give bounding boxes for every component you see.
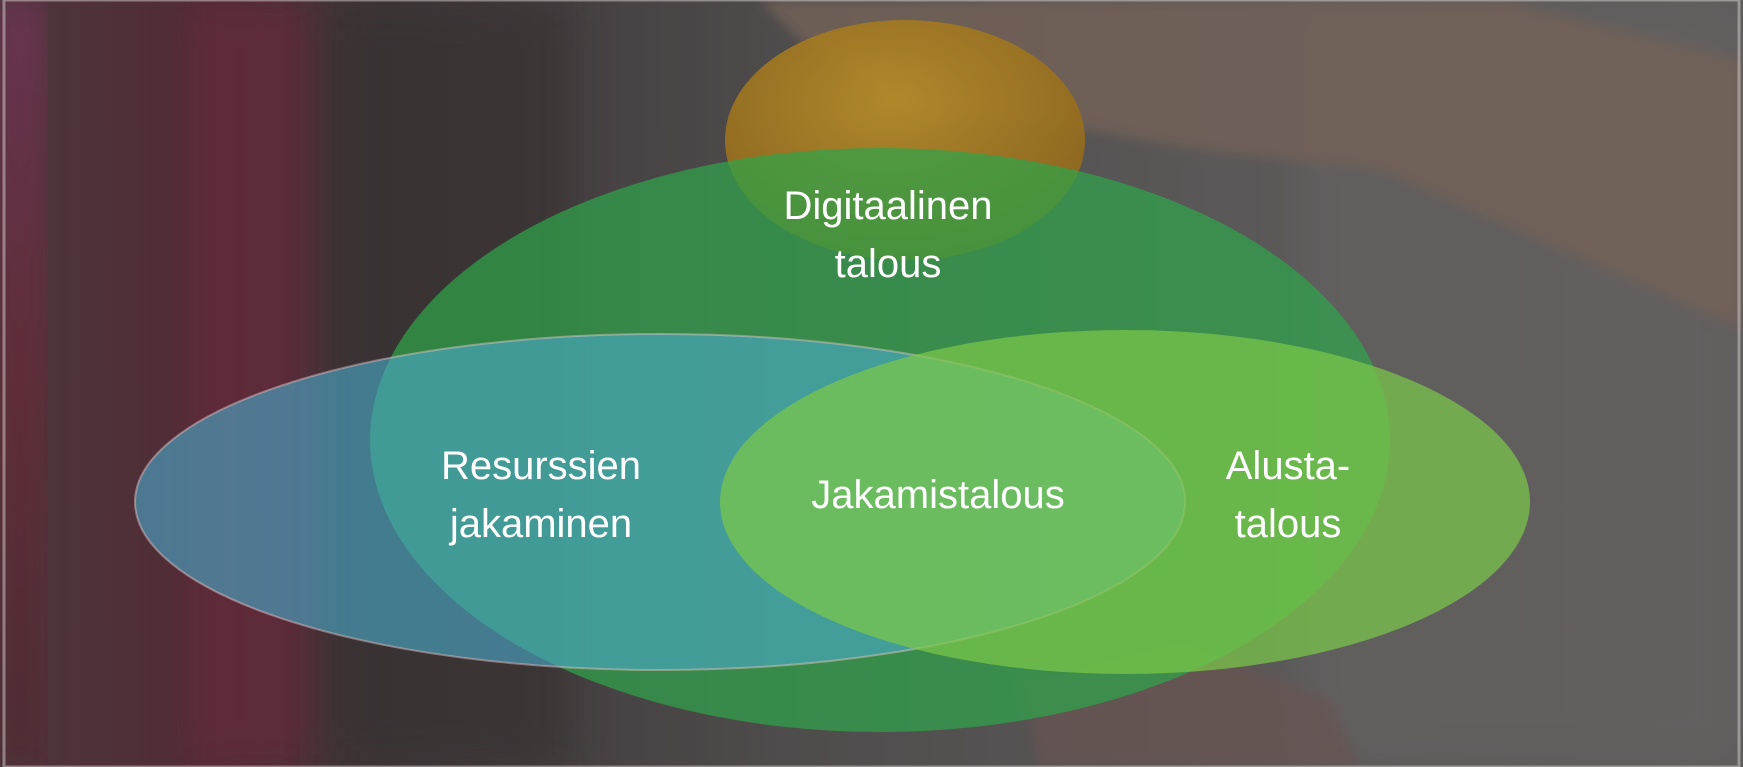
label-sharing-economy: Jakamistalous bbox=[811, 466, 1064, 524]
label-platform-economy-line1: Alusta- bbox=[1225, 444, 1351, 488]
label-digital-economy: Digitaalinen talous bbox=[783, 177, 992, 293]
label-platform-economy: Alusta- talous bbox=[1226, 437, 1351, 553]
label-digital-economy-line2: talous bbox=[834, 242, 942, 286]
label-platform-economy-line2: talous bbox=[1234, 502, 1342, 546]
label-resource-sharing-line1: Resurssien bbox=[440, 444, 642, 488]
platform-economy-ellipse bbox=[720, 330, 1530, 674]
label-sharing-economy-text: Jakamistalous bbox=[811, 473, 1065, 517]
label-resource-sharing: Resurssien jakaminen bbox=[441, 437, 641, 553]
label-resource-sharing-line2: jakaminen bbox=[449, 502, 633, 546]
label-digital-economy-line1: Digitaalinen bbox=[783, 184, 993, 228]
